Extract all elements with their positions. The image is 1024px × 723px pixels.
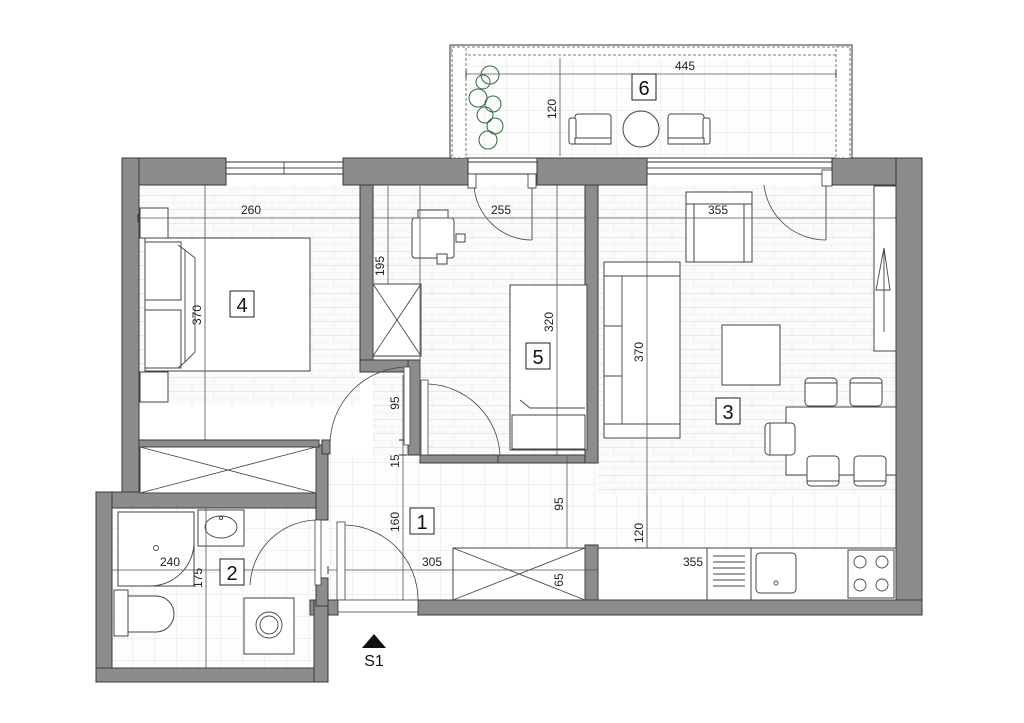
sofa xyxy=(603,261,681,439)
window-bedroom xyxy=(225,161,344,175)
dim-wardrobe-depth: 195 xyxy=(373,256,387,276)
door-bathroom xyxy=(249,519,322,586)
dining-chair-bottom-right xyxy=(853,455,887,487)
balcony-door-right xyxy=(763,169,833,241)
door-room5 xyxy=(420,379,501,456)
dining-chair-left xyxy=(764,422,796,456)
section-marker-arrow xyxy=(362,634,386,648)
washbasin xyxy=(197,509,245,547)
wardrobe-room5 xyxy=(372,283,422,357)
room-label-5: 5 xyxy=(532,347,543,369)
dim-living-width: 355 xyxy=(708,203,728,217)
outer-wall-bottom-right xyxy=(417,599,923,616)
desk-chair xyxy=(411,209,466,265)
armchair xyxy=(685,191,753,263)
partition-bedroom-room5 xyxy=(359,184,374,361)
balcony-chair-right xyxy=(667,113,711,145)
toilet xyxy=(113,589,175,637)
partition-corner xyxy=(321,439,331,455)
section-marker-label: S1 xyxy=(364,653,384,670)
dim-hall-160: 160 xyxy=(388,512,402,532)
dim-hall-95a: 95 xyxy=(388,396,402,410)
dim-bedroom-depth: 370 xyxy=(190,305,204,325)
dim-hall-15: 15 xyxy=(388,454,402,468)
nightstand-bottom xyxy=(139,371,169,403)
door-bedroom xyxy=(329,366,411,446)
balcony-door-left xyxy=(467,161,538,241)
dim-hall-width: 305 xyxy=(422,555,442,569)
kitchen-counter xyxy=(597,547,897,601)
hall-wardrobe xyxy=(452,547,586,601)
dim-balcony-depth: 120 xyxy=(545,99,559,119)
window-living xyxy=(646,161,833,175)
coffee-table xyxy=(721,324,781,386)
balcony-table xyxy=(622,110,660,148)
shower xyxy=(117,511,195,587)
dim-bedroom-width: 260 xyxy=(241,203,261,217)
dim-bath-width: 240 xyxy=(160,555,180,569)
dim-bath-depth: 175 xyxy=(191,568,205,588)
bathroom-wall-bottom-right xyxy=(313,599,329,683)
dining-chair-top-left xyxy=(804,377,838,407)
dim-living-depth: 370 xyxy=(632,342,646,362)
cooktop xyxy=(847,549,895,599)
dim-kitchen-width: 355 xyxy=(683,555,703,569)
dim-closet-65: 65 xyxy=(552,573,566,587)
outer-wall-top-mid xyxy=(342,157,469,186)
balcony xyxy=(449,44,853,159)
plant-icon xyxy=(468,65,504,150)
dim-kitchen-120: 120 xyxy=(632,523,646,543)
bathroom-wall-bottom xyxy=(95,667,315,683)
nightstand-top xyxy=(139,207,169,239)
partition-hall-kitchen xyxy=(584,544,599,601)
bed xyxy=(144,237,311,372)
room5-wall-bottom-right xyxy=(497,454,599,464)
washing-machine xyxy=(243,597,295,655)
room-label-2: 2 xyxy=(226,563,237,585)
bathroom-wall-right-upper xyxy=(315,444,329,521)
dining-chair-bottom-left xyxy=(806,455,840,487)
bathroom-wall-top xyxy=(95,491,329,509)
dining-chair-top-right xyxy=(849,377,883,407)
partition-bedroom-bottom xyxy=(138,439,320,448)
room-label-4: 4 xyxy=(236,295,247,317)
wardrobe-bedroom xyxy=(139,446,317,494)
outer-wall-left xyxy=(121,157,140,495)
dim-room5-width: 255 xyxy=(491,203,511,217)
room-label-1: 1 xyxy=(416,512,427,534)
tv-unit xyxy=(873,185,897,352)
outer-wall-right xyxy=(895,157,923,616)
outer-wall-top-center xyxy=(536,157,648,186)
room5-wall-bottom-left xyxy=(419,454,501,464)
dim-hall-95b: 95 xyxy=(552,497,566,511)
dim-room5-depth: 320 xyxy=(542,312,556,332)
room-label-6: 6 xyxy=(638,78,649,100)
bathroom-wall-left xyxy=(95,491,113,671)
door-entry xyxy=(336,521,419,613)
dim-balcony-width: 445 xyxy=(675,59,695,73)
room-label-3: 3 xyxy=(722,402,733,424)
balcony-chair-left xyxy=(568,113,612,145)
